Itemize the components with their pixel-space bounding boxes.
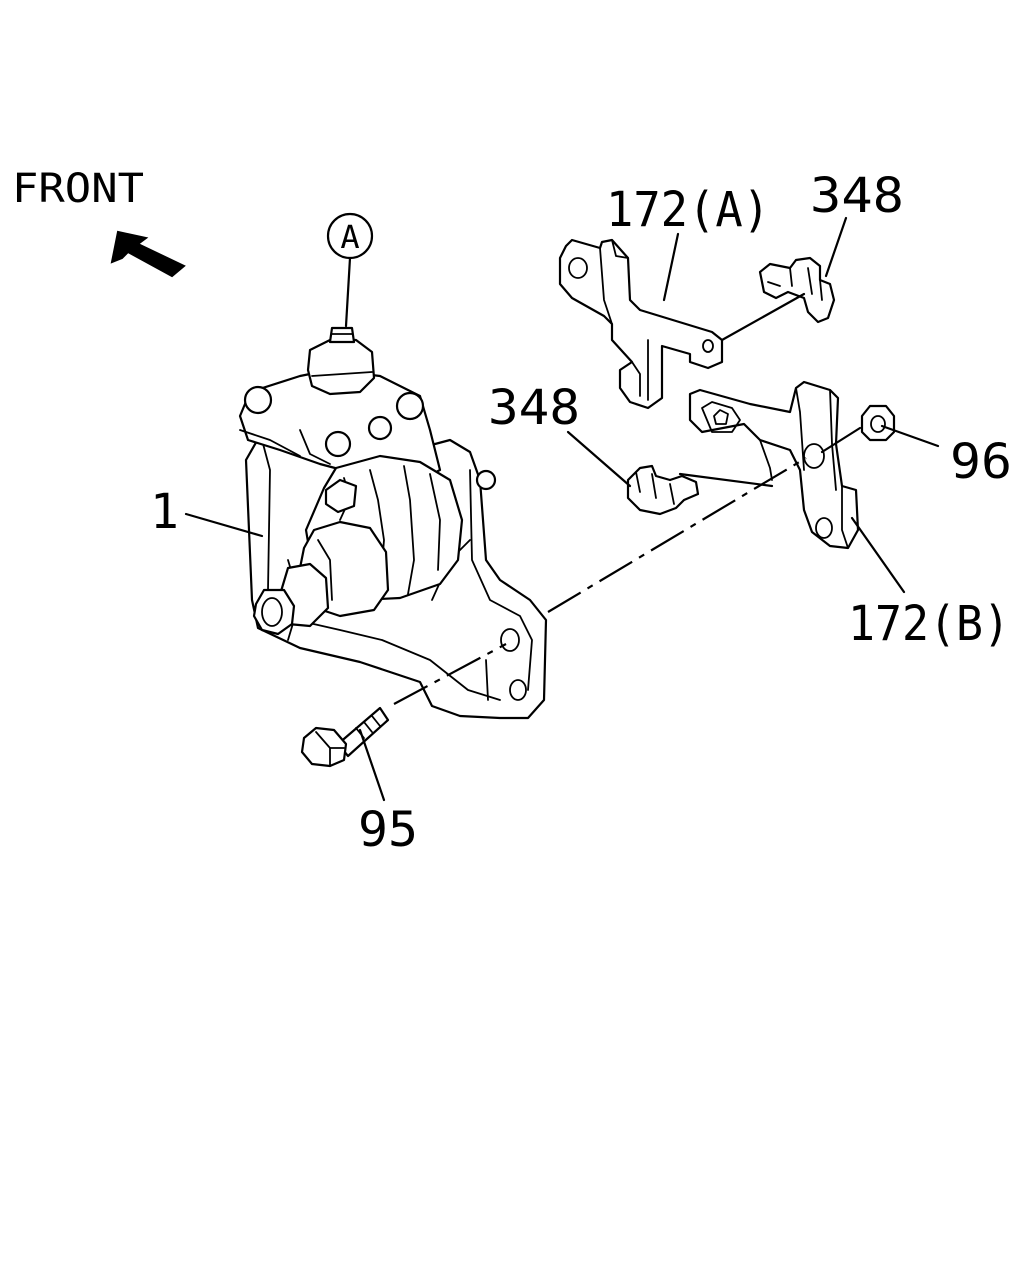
bracket-172b: [688, 380, 860, 550]
front-label: FRONT: [12, 166, 144, 212]
assembly-lines: [393, 292, 862, 705]
callout-348-lower: 348: [488, 380, 632, 488]
callout-172a: 172(A): [606, 182, 770, 302]
arrow-front-icon: [110, 230, 186, 278]
callout-348-lower-label: 348: [488, 380, 580, 436]
callout-1-label: 1: [150, 484, 179, 540]
callout-95-label: 95: [358, 802, 418, 858]
steering-gear-box: [238, 326, 548, 720]
clip-348-lower: [626, 464, 700, 516]
callout-348-upper-label: 348: [810, 168, 904, 224]
clip-348-upper: [758, 256, 836, 324]
callout-1: 1: [150, 484, 264, 540]
callout-348-upper: 348: [810, 168, 904, 278]
callout-96-label: 96: [950, 434, 1012, 490]
view-a-callout: A: [326, 212, 374, 328]
view-a-label: A: [340, 218, 359, 256]
bracket-172a: [558, 238, 724, 410]
callout-96: 96: [880, 424, 1012, 490]
housing-bolts: [243, 385, 425, 458]
bolt-95: [300, 706, 390, 768]
callout-172a-label: 172(A): [606, 182, 770, 238]
callout-95: 95: [358, 728, 418, 858]
callout-172b: 172(B): [848, 516, 1010, 652]
callout-172b-label: 172(B): [848, 596, 1010, 652]
nut-96: [860, 404, 896, 442]
front-indicator: FRONT: [12, 166, 186, 278]
